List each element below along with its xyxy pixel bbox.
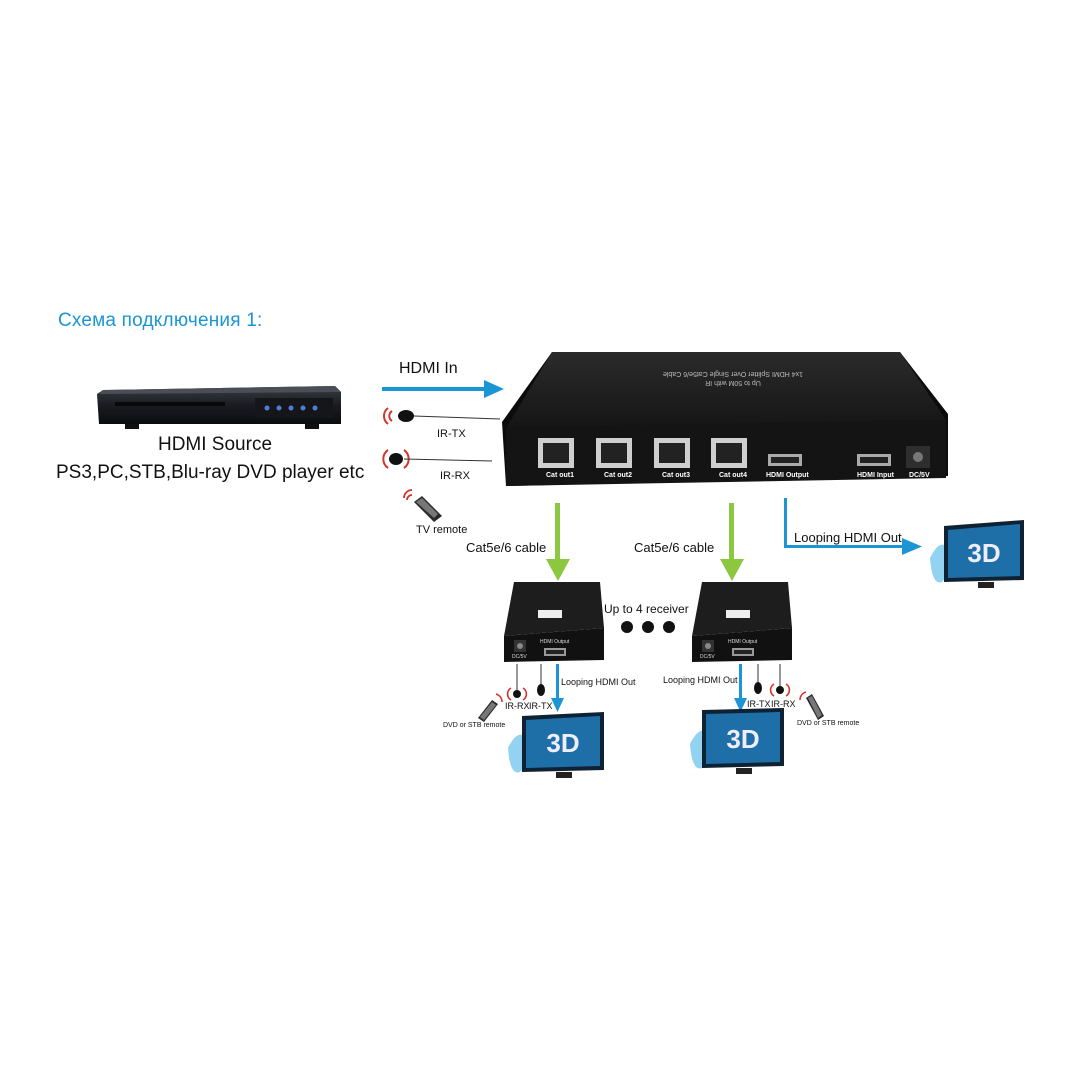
cable-arrow-right — [720, 503, 744, 581]
receiver-right-looping-label: Looping HDMI Out — [663, 675, 738, 685]
ir-rx-label: IR-RX — [440, 470, 470, 482]
port-label-1: Cat out1 — [546, 472, 574, 479]
up-to-receivers-label: Up to 4 receiver — [604, 602, 689, 616]
ellipsis-dot-1 — [621, 621, 633, 633]
cat-port-3 — [654, 438, 690, 468]
receiver-right-remote-label: DVD or STB remote — [797, 720, 860, 727]
ellipsis-dot-2 — [642, 621, 654, 633]
splitter-top-label-1: 1x4 HDMI Splitter Over Single Cat5e/6 Ca… — [663, 370, 803, 377]
port-label-3: Cat out3 — [662, 472, 690, 479]
receiver-left-ir-tx-label: IR-TX — [529, 701, 553, 711]
receiver-right-hdmi-label: HDMI Output — [728, 639, 758, 645]
receiver-left-looping-label: Looping HDMI Out — [561, 677, 636, 687]
tv-3d-right-badge: 3D — [726, 724, 759, 754]
tv-remote-label: TV remote — [416, 524, 468, 536]
tv-3d-main: 3D — [930, 520, 1024, 588]
tv-3d-left: 3D — [508, 712, 604, 778]
ir-rx-sensor — [382, 449, 493, 469]
cat-port-4 — [711, 438, 747, 468]
ellipsis-dot-3 — [663, 621, 675, 633]
diagram-title: Схема подключения 1: — [58, 310, 263, 331]
tv-3d-right: 3D — [690, 708, 784, 774]
tv-3d-left-badge: 3D — [546, 728, 579, 758]
receiver-right-device — [692, 582, 792, 662]
receiver-left-device — [504, 582, 604, 662]
cable-right-label: Cat5e/6 cable — [634, 540, 715, 555]
hdmi-input-port — [857, 454, 891, 466]
receiver-left-dc-label: DC/5V — [512, 654, 527, 660]
receiver-right-remote-icon — [799, 691, 824, 720]
receiver-right-ir-rx-label: IR-RX — [771, 699, 796, 709]
splitter-top-label-2: Up to 50M with IR — [705, 379, 761, 386]
bluray-player-image — [97, 386, 341, 429]
receiver-left-remote-icon — [478, 693, 503, 722]
receiver-right-ir-cables — [734, 664, 791, 712]
hdmi-input-label: HDMI Input — [857, 472, 894, 479]
receiver-left-ir-rx-label: IR-RX — [505, 701, 530, 711]
tv-remote-icon — [403, 489, 442, 522]
hdmi-in-arrow — [382, 380, 504, 398]
hdmi-output-label: HDMI Output — [766, 472, 809, 479]
looping-out-arrow-main — [784, 498, 922, 555]
port-label-2: Cat out2 — [604, 472, 632, 479]
cat-port-2 — [596, 438, 632, 468]
cable-arrow-left — [546, 503, 570, 581]
hdmi-splitter-device: 1x4 HDMI Splitter Over Single Cat5e/6 Ca… — [502, 352, 948, 486]
receiver-left-hdmi-label: HDMI Output — [540, 639, 570, 645]
ir-tx-label: IR-TX — [437, 428, 466, 440]
source-devices: PS3,PC,STB,Blu-ray DVD player etc — [56, 462, 365, 483]
hdmi-output-port — [768, 454, 802, 466]
dc-jack — [906, 446, 930, 468]
receiver-right-ir-tx-label: IR-TX — [747, 699, 771, 709]
dc-label: DC/5V — [909, 472, 930, 479]
receiver-left-ir-cables — [506, 664, 564, 712]
hdmi-in-label: HDMI In — [399, 360, 458, 377]
source-title: HDMI Source — [157, 434, 273, 455]
receiver-right-dc-label: DC/5V — [700, 654, 715, 660]
cat-port-1 — [538, 438, 574, 468]
port-label-4: Cat out4 — [719, 472, 747, 479]
ir-tx-sensor — [383, 407, 501, 425]
tv-3d-main-badge: 3D — [967, 538, 1000, 568]
cable-left-label: Cat5e/6 cable — [466, 540, 547, 555]
looping-out-label-main: Looping HDMI Out — [794, 530, 902, 545]
receiver-left-remote-label: DVD or STB remote — [443, 722, 506, 729]
